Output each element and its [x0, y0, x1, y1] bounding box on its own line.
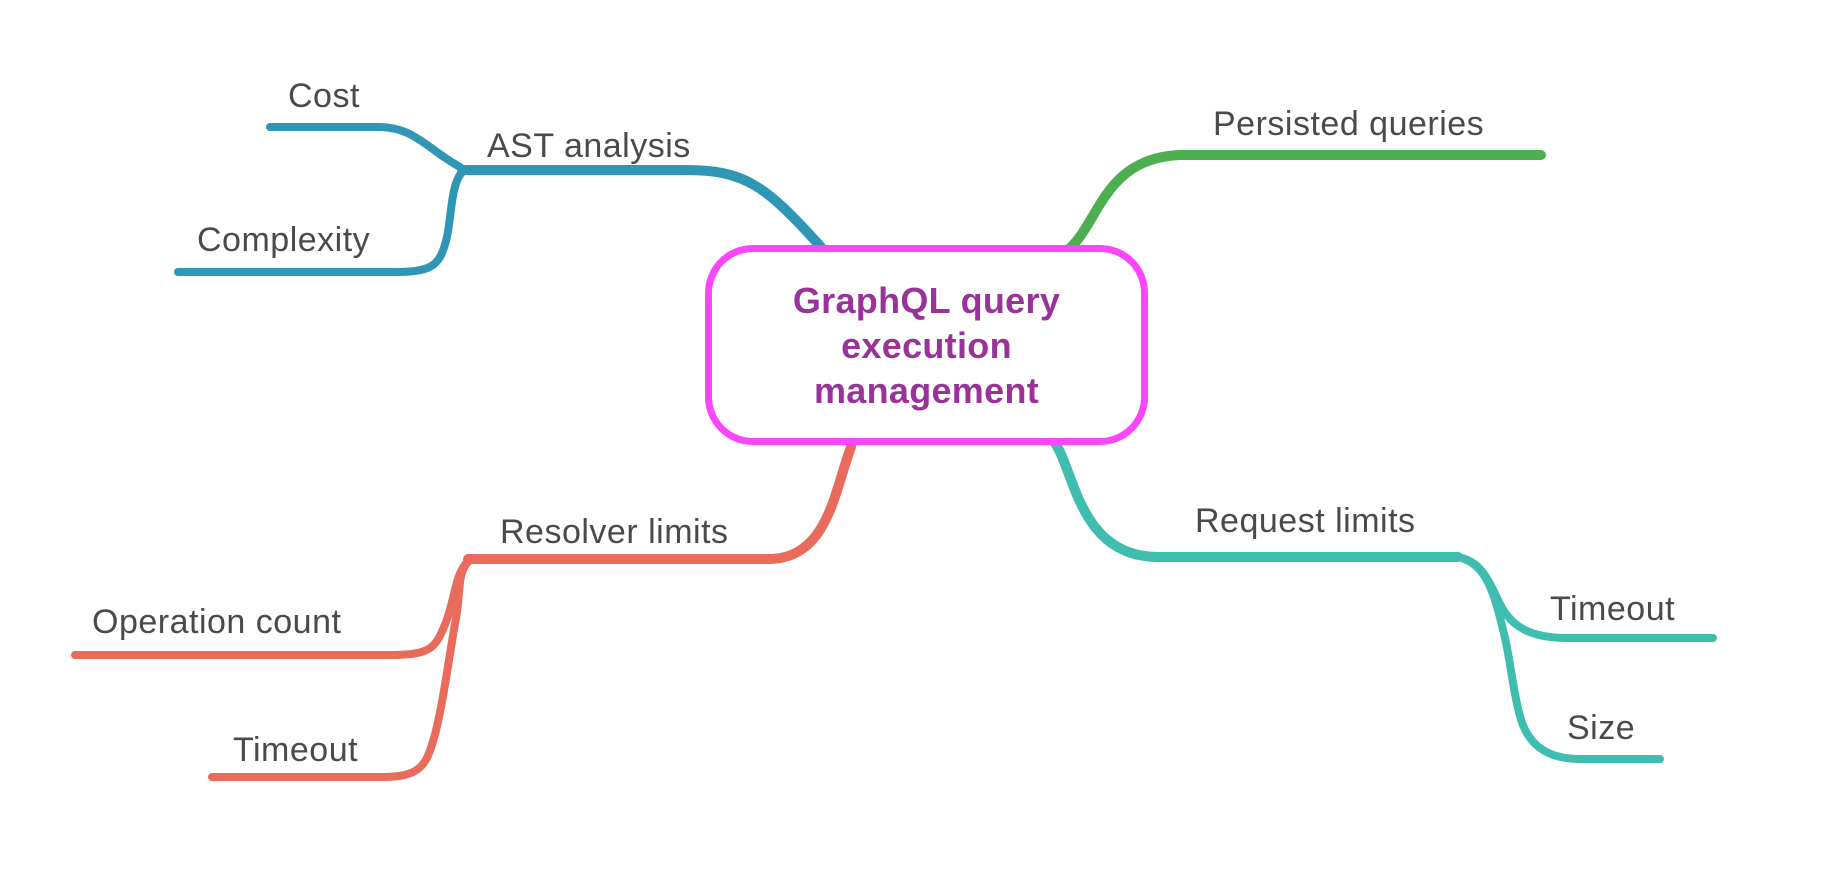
root-node-label: GraphQL query execution management [792, 279, 1061, 411]
node-label-size[interactable]: Size [1567, 709, 1636, 747]
node-label-timeout-left[interactable]: Timeout [233, 731, 359, 769]
branch-ast-analysis [174, 123, 826, 276]
branch-resolver-limits [71, 442, 856, 781]
node-label-persisted-queries[interactable]: Persisted queries [1213, 105, 1485, 143]
edge-ast-analysis [457, 165, 826, 252]
root-node[interactable]: GraphQL query execution management [705, 245, 1148, 445]
node-label-resolver-limits[interactable]: Resolver limits [500, 513, 729, 551]
edge-complexity [174, 167, 467, 276]
edge-request-limits [1050, 438, 1463, 562]
edge-cost [266, 123, 464, 171]
edge-resolver-limits [463, 442, 856, 564]
node-label-request-limits[interactable]: Request limits [1195, 502, 1416, 540]
node-label-operation-count[interactable]: Operation count [92, 603, 342, 641]
node-label-cost[interactable]: Cost [288, 77, 360, 115]
edge-timeout-left [208, 557, 473, 781]
node-label-ast-analysis[interactable]: AST analysis [487, 127, 691, 165]
node-label-complexity[interactable]: Complexity [197, 221, 371, 259]
node-label-timeout-right[interactable]: Timeout [1550, 590, 1676, 628]
branch-persisted-queries [1065, 150, 1546, 253]
edge-size [1454, 553, 1664, 763]
edge-persisted-queries [1065, 150, 1546, 253]
branch-request-limits [1050, 438, 1717, 763]
